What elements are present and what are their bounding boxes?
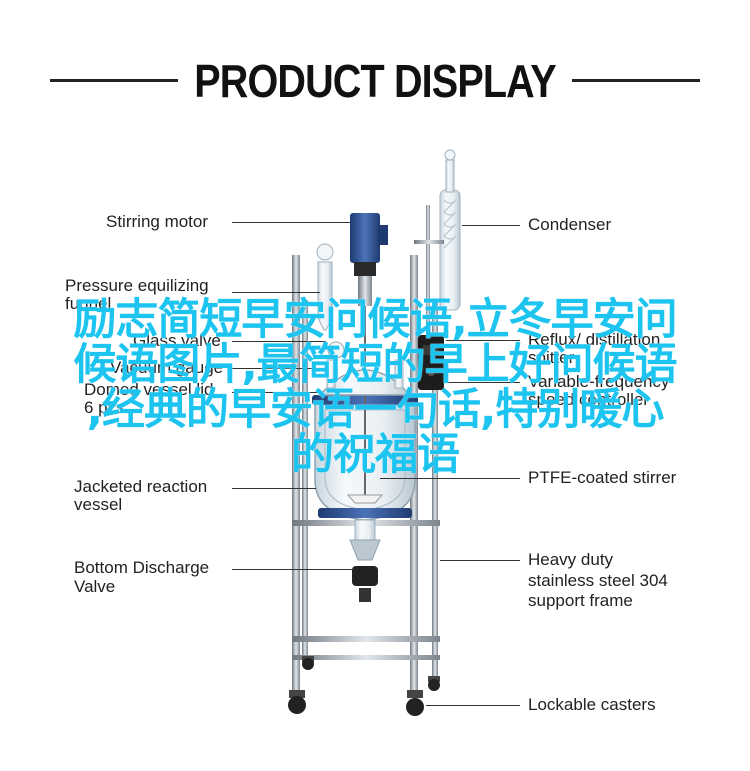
label-domed-lid-2: 6 pcs: [84, 398, 125, 417]
label-bottom-valve-1: Bottom Discharge: [74, 558, 210, 577]
pressure-funnel: [316, 243, 334, 331]
label-casters: Lockable casters: [528, 695, 656, 714]
casters: [288, 656, 440, 716]
label-frame-1: Heavy duty: [528, 550, 614, 569]
overlay-line-2: 候语图片,最简短的早上好问候语: [73, 340, 677, 390]
title-rule-left: [50, 79, 178, 82]
label-reflux-1: Reflux/ distillation: [528, 330, 661, 349]
label-glass-valve: Glass valve: [133, 331, 221, 350]
leader-jacketed: [232, 488, 316, 489]
label-jacketed-1: Jacketed reaction: [74, 477, 208, 496]
leader-glass-valve: [232, 341, 326, 342]
label-bottom-valve-2: Valve: [74, 577, 116, 596]
bottom-valve: [349, 519, 381, 602]
leader-ptfe-stirrer: [380, 478, 520, 479]
overlay-line-1: 励志简短早安问候语,立冬早安问: [73, 295, 677, 345]
jacketed-vessel: [312, 300, 418, 521]
label-variable-speed-2: speed controller: [528, 390, 649, 409]
label-pressure-funnel-2: funnel: [65, 294, 112, 313]
label-vacuum-gauge: Vacuum gauge: [110, 358, 224, 377]
leader-pressure-funnel: [232, 292, 320, 293]
page-title: PRODUCT DISPLAY: [194, 55, 556, 107]
label-pressure-funnel-1: Pressure equilizing: [65, 276, 209, 295]
leader-casters: [426, 705, 520, 706]
stirring-motor: [350, 213, 388, 306]
label-frame-2: stainless steel 304: [528, 571, 668, 590]
label-frame-3: support frame: [528, 591, 633, 610]
overlay-line-3: ,经典的早安语一句话,特别暖心: [86, 385, 665, 435]
condenser: [414, 149, 461, 355]
leader-bottom-valve: [232, 569, 354, 570]
leader-reflux: [446, 340, 520, 341]
label-condenser: Condenser: [528, 215, 612, 234]
label-reflux-2: spitter: [528, 348, 575, 367]
label-variable-speed-1: Variable-frequency: [528, 372, 670, 391]
title-rule-right: [572, 79, 700, 82]
label-domed-lid-1: Domed vessel lid: [84, 380, 214, 399]
leader-stirring-motor: [232, 222, 350, 223]
domed-lid: [318, 341, 412, 396]
leader-frame: [440, 560, 520, 561]
overlay-line-4: 的祝福语: [291, 430, 460, 480]
label-ptfe-stirrer: PTFE-coated stirrer: [528, 468, 677, 487]
overlay-text: 励志简短早安问候语,立冬早安问 候语图片,最简短的早上好问候语 ,经典的早安语一…: [0, 298, 750, 478]
leader-vacuum-gauge: [232, 368, 328, 369]
leader-condenser: [462, 225, 520, 226]
leader-domed-lid: [232, 392, 322, 393]
leader-variable-speed: [446, 382, 520, 383]
label-jacketed-2: vessel: [74, 495, 123, 514]
header: PRODUCT DISPLAY: [0, 52, 750, 112]
label-stirring-motor: Stirring motor: [106, 212, 209, 231]
speed-controller: [418, 335, 444, 390]
